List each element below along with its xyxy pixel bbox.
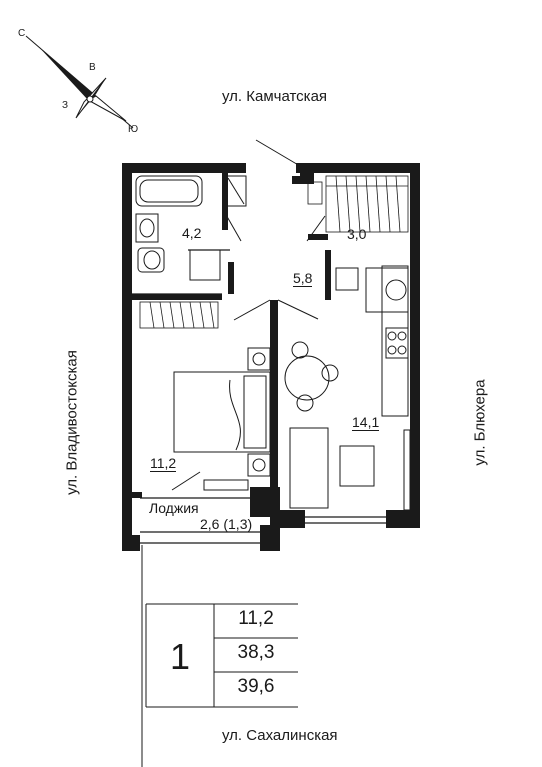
partitions [132,249,386,544]
room-bathroom-area: 4,2 [182,225,202,241]
total-with-loggia-value: 39,6 [237,676,275,697]
room-closet-area: 3,0 [347,226,367,242]
bedroom-furniture [173,347,271,491]
room-kitchen-living-area: 14,1 [352,414,380,431]
compass-south-label: Ю [128,124,139,135]
street-bottom-label: ул. Сахалинская [222,727,338,744]
living-area-value: 11,2 [238,608,274,629]
total-area-value: 38,3 [237,642,275,663]
compass-rose [25,35,134,129]
room-bedroom-area: 11,2 [150,455,177,472]
loggia-label: Лоджия [149,500,199,516]
rooms-count: 1 [170,636,191,677]
kitchen-furniture [284,265,411,511]
loggia-area: 2,6 (1,3) [200,516,253,532]
bathroom-fixtures [135,175,247,281]
wardrobe [139,175,409,329]
walls [122,163,420,551]
street-top-label: ул. Камчатская [222,88,328,105]
compass-west-label: З [62,100,69,111]
door-swings [171,139,326,491]
room-hall-area: 5,8 [293,270,313,287]
compass-east-label: В [89,62,96,73]
compass-north-label: С [18,28,26,39]
